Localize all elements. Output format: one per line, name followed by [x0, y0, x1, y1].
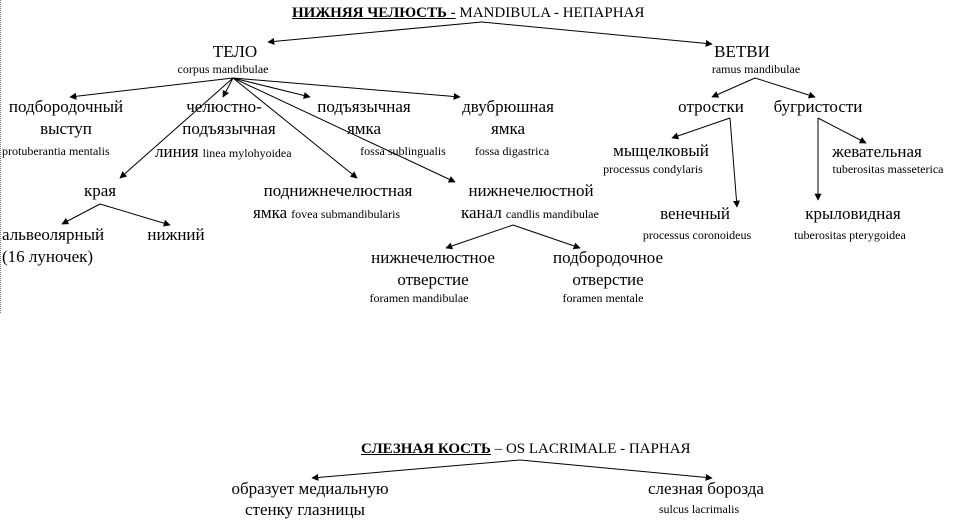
chin-line2: выступ	[40, 119, 92, 138]
condylar-label: мыщелковый	[613, 141, 709, 160]
chin-latin: protuberantia mentalis	[2, 144, 110, 158]
lower-edge-label: нижний	[147, 225, 205, 244]
mandibular-foramen-line2: отверстие	[397, 270, 469, 289]
lacrimal-wall-line2: стенку глазницы	[245, 500, 365, 519]
canal-line1: нижнечелюстной	[468, 181, 594, 200]
arrow-body-submandibular	[232, 77, 358, 179]
sublingual-line2: ямка	[346, 119, 382, 138]
digastric-latin: fossa digastrica	[474, 144, 550, 158]
arrow-body-canal	[232, 77, 456, 183]
arrow-body-chin	[69, 77, 234, 100]
mandibular-foramen-line1: нижнечелюстное	[371, 248, 495, 267]
mental-foramen-line1: подбородочное	[552, 248, 664, 267]
coronoid-latin: processus coronoideus	[642, 228, 752, 242]
mental-foramen-line2: отверстие	[572, 270, 644, 289]
tuberosities-label: бугристости	[773, 97, 863, 116]
pterygoid-label: крыловидная	[805, 204, 901, 223]
arrow-edges-alveolar	[61, 203, 101, 225]
arrow-ramus-tuberosities	[754, 77, 816, 99]
arrow-body-digastric	[232, 77, 461, 100]
lacrimal-groove-latin: sulcus lacrimalis	[658, 502, 740, 516]
condylar-latin: processus condylaris	[603, 162, 703, 176]
lacrimal-groove-label: слезная борозда	[648, 479, 764, 498]
arrow-processes-coronoid	[729, 117, 740, 208]
canal-line2: канал candlis mandibulae	[461, 203, 599, 222]
masseteric-label: жевательная	[832, 142, 922, 161]
mylohyoid-line3: линия linea mylohyoidea	[155, 142, 292, 161]
arrow-ramus-processes	[711, 77, 756, 98]
arrow-processes-condylar	[671, 117, 731, 140]
submandibular-line1: поднижнечелюстная	[263, 181, 413, 200]
mental-foramen-latin: foramen mentale	[562, 291, 644, 305]
chin-line1: подбородочный	[8, 97, 124, 116]
arrow-tuberosities-masseteric	[817, 117, 867, 144]
lacrimal-title: СЛЕЗНАЯ КОСТЬ – OS LACRIMALE - ПАРНАЯ	[361, 441, 691, 457]
mandible-title: НИЖНЯЯ ЧЕЛЮСТЬ - MANDIBULA - НЕПАРНАЯ	[292, 5, 645, 21]
submandibular-line2: ямка fovea submandibularis	[253, 203, 401, 222]
ramus-latin: ramus mandibulae	[711, 62, 801, 76]
mandibular-foramen-latin: foramen mandibulae	[369, 291, 469, 305]
ramus-label: ВЕТВИ	[714, 42, 770, 61]
coronoid-label: венечный	[660, 204, 730, 223]
arrow-body-mylohyoid	[222, 77, 234, 98]
sublingual-line1: подъязычная	[317, 97, 411, 116]
mylohyoid-line2: подъязычная	[182, 119, 276, 138]
body-label: ТЕЛО	[212, 42, 258, 61]
arrow-canal-mandibular-foramen	[445, 224, 514, 250]
masseteric-latin: tuberositas masseterica	[832, 162, 944, 176]
page-border-left	[0, 0, 1, 313]
arrow-title-ramus	[481, 21, 713, 47]
arrow-lacrimal-wall	[311, 459, 521, 481]
alveolar-line2: (16 луночек)	[2, 247, 94, 266]
digastric-line2: ямка	[490, 119, 526, 138]
lacrimal-wall-line1: образует медиальную	[231, 479, 389, 498]
arrow-lacrimal-groove	[519, 459, 713, 481]
body-latin: corpus mandibulae	[177, 62, 269, 76]
arrow-title-body	[267, 21, 483, 45]
processes-label: отростки	[678, 97, 744, 116]
mylohyoid-line1: челюстно-	[186, 97, 262, 116]
sublingual-latin: fossa sublingualis	[360, 144, 446, 158]
alveolar-line1: альвеолярный	[2, 225, 105, 244]
arrow-body-sublingual	[232, 77, 311, 99]
arrow-edges-lower	[99, 203, 171, 227]
pterygoid-latin: tuberositas pterygoidea	[794, 228, 906, 242]
digastric-line1: двубрюшная	[462, 97, 554, 116]
edges-label: края	[83, 181, 117, 200]
arrow-canal-mental-foramen	[512, 224, 581, 250]
arrow-body-edges	[119, 77, 234, 179]
